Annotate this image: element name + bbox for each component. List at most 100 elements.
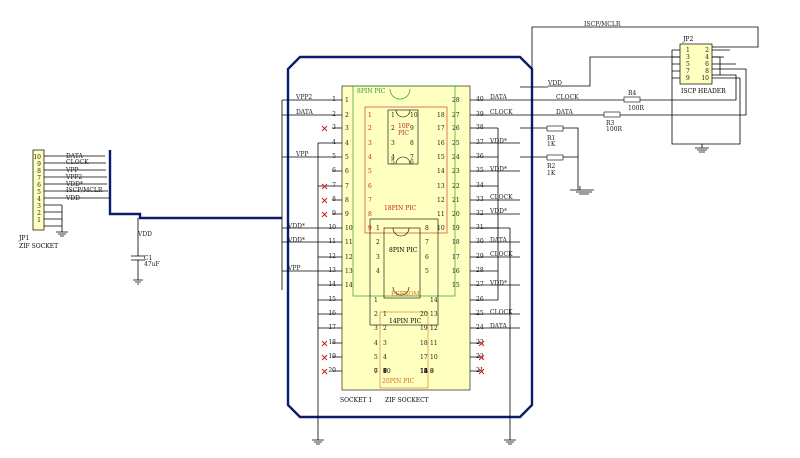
pic20-left-6: 6 — [383, 368, 387, 375]
pic14-left-3: 3 — [374, 325, 378, 332]
right-net-pin30: DATA — [490, 237, 507, 244]
pic10-left-2: 2 — [391, 125, 395, 132]
pic20-left-7: 7 — [383, 368, 387, 375]
pic20-right-20: 20 — [420, 311, 428, 318]
socket-left-wiring: VPP2 DATA VPP VDD* VDD* VPP — [281, 94, 332, 445]
pic8b-left-3: 3 — [376, 254, 380, 261]
socket-pin-stubs — [332, 99, 480, 372]
jp1-pin-8: 8 — [37, 168, 41, 175]
pic20-left-10: 10 — [383, 368, 391, 375]
socket-right-pin-34: 34 — [476, 182, 484, 189]
pic28-left-8: 8 — [345, 197, 349, 204]
left-net-pin13: VPP — [287, 265, 300, 272]
socket-right-wiring: DATA CLOCK VDD* VDD* CLOCK VDD* DATA CLO… — [473, 94, 520, 445]
r2-value: 1K — [547, 170, 556, 177]
pic20-right-12: 12 — [420, 368, 428, 375]
pic18-left-2: 2 — [368, 125, 372, 132]
jp1-net-labels: DATA CLOCK VPP VPP2 VDD* ISCP/MCLR VDD — [65, 153, 103, 202]
eeprom-label: EEPROM — [391, 291, 419, 298]
jp2-left-pin-5: 5 — [686, 61, 690, 68]
pic18-left-3: 3 — [368, 140, 372, 147]
pic28-left-9: 9 — [345, 211, 349, 218]
socket-left-pin-15: 15 — [328, 296, 336, 303]
pic28-right-20: 20 — [452, 211, 460, 218]
jp1-net-data: DATA — [66, 153, 83, 160]
pic28-left-4: 4 — [345, 140, 349, 147]
resistor-network: R1 1K R2 1K R4 100R R3 100R VDD CLOCK DA… — [520, 21, 759, 195]
pic28-left-10: 10 — [345, 225, 353, 232]
right-net-pin32: VDD* — [489, 208, 507, 215]
socket-right-pin-26: 26 — [476, 296, 484, 303]
pic14-right-14: 14 — [430, 297, 438, 304]
jp1-net-clock: CLOCK — [66, 159, 89, 166]
r1-value: 1K — [547, 141, 556, 148]
c1-value: 47uF — [144, 261, 160, 268]
pic18-left-4: 4 — [368, 154, 372, 161]
pic18-right-16: 16 — [437, 140, 445, 147]
socket-right-pin-40: 40 — [476, 96, 484, 103]
jp1-pin-1: 1 — [37, 217, 41, 224]
pic14-left-7: 7 — [374, 368, 378, 375]
pic28-right-19: 19 — [452, 225, 460, 232]
jp1-pin-9: 9 — [37, 161, 41, 168]
socket-right-pin-30: 30 — [476, 238, 484, 245]
pic10-label-1: 10P — [398, 123, 410, 130]
pic20-left-2: 2 — [383, 325, 387, 332]
left-net-pin1: VPP2 — [295, 94, 312, 101]
pic20-right-16: 16 — [420, 368, 428, 375]
socket-left-pin-17: 17 — [328, 324, 336, 331]
pic20-left-8: 8 — [383, 368, 387, 375]
pic14-left-4: 4 — [374, 340, 378, 347]
socket-left-pin-6: 6 — [332, 167, 336, 174]
jp1-pin-4: 4 — [37, 196, 41, 203]
pic28-right-21: 21 — [452, 197, 460, 204]
socket-right-pin-36: 36 — [476, 153, 484, 160]
pic20-left-9: 9 — [383, 368, 387, 375]
pic18-left-5: 5 — [368, 168, 372, 175]
socket-right-pin-39: 39 — [476, 111, 484, 118]
left-net-pin10: VDD* — [287, 223, 305, 230]
pic18-right-11: 11 — [437, 211, 445, 218]
pic28-left-7: 7 — [345, 183, 349, 190]
pic14-label: 14PIN PIC — [389, 318, 422, 325]
pic18-label: 18PIN PIC — [384, 205, 417, 212]
socket-left-pin-14: 14 — [328, 281, 336, 288]
socket-right-pin-37: 37 — [476, 139, 484, 146]
r4-ref: R4 — [628, 90, 637, 97]
socket-left-pin-8: 8 — [332, 196, 336, 203]
socket-left-pin-4: 4 — [332, 139, 336, 146]
socket-ref: SOCKET 1 — [340, 397, 372, 404]
pic20-right-14: 14 — [420, 368, 428, 375]
pic28-right-26: 26 — [452, 125, 460, 132]
socket-right-pin-29: 29 — [476, 253, 484, 260]
pic14-left-6: 6 — [374, 368, 378, 375]
pic8b-right-6: 6 — [425, 254, 429, 261]
socket-left-pin-16: 16 — [328, 310, 336, 317]
pic14-right-10: 10 — [430, 354, 438, 361]
pic8b-right-7: 7 — [425, 239, 429, 246]
socket-left-pin-13: 13 — [328, 267, 336, 274]
pic28-left-5: 5 — [345, 154, 349, 161]
pic28-right-17: 17 — [452, 254, 460, 261]
socket-left-pin-11: 11 — [328, 238, 336, 245]
jp2-right-pin-8: 8 — [705, 68, 709, 75]
pic10-right-7: 7 — [410, 154, 414, 161]
pic14-right-9: 9 — [430, 368, 434, 375]
pic28-right-24: 24 — [452, 154, 460, 161]
jp1-net-vddstar: VDD* — [65, 181, 83, 188]
pic8b-left-4: 4 — [376, 268, 380, 275]
pic14-right-8: 8 — [430, 368, 434, 375]
pic28-right-27: 27 — [452, 112, 460, 119]
pic10-right-8: 8 — [410, 140, 414, 147]
pic20-right-15: 15 — [420, 368, 428, 375]
pic14-right-11: 11 — [430, 340, 438, 347]
device-outlines — [352, 85, 456, 389]
pic10-right-9: 9 — [410, 125, 414, 132]
c1-ref: C1 — [144, 255, 152, 262]
socket-left-pin-3: 3 — [332, 124, 336, 131]
right-net-pin27: VDD* — [489, 280, 507, 287]
pic28-right-15: 15 — [452, 282, 460, 289]
